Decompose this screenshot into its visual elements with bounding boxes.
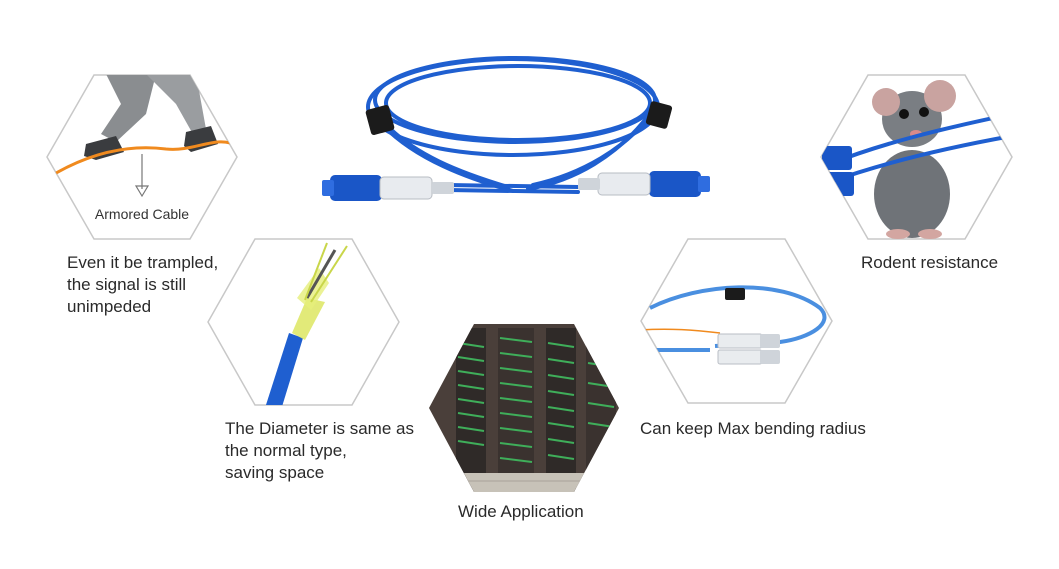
bending-hexagon [640,238,833,404]
armored-cable-label: Armored Cable [94,206,190,222]
wide-application-caption: Wide Application [458,502,584,521]
diameter-caption: The Diameter is same as the normal type,… [225,419,414,482]
armored-cable-hexagon: Armored Cable [46,74,238,240]
wide-application-hexagon [428,323,620,493]
rodent-hexagon [820,74,1013,240]
patch-cable-image [318,35,713,210]
bending-caption: Can keep Max bending radius [640,419,866,438]
rodent-caption: Rodent resistance [861,253,999,272]
armored-cable-caption: Even it be trampled, the signal is still… [67,253,219,316]
diameter-hexagon [207,238,400,406]
